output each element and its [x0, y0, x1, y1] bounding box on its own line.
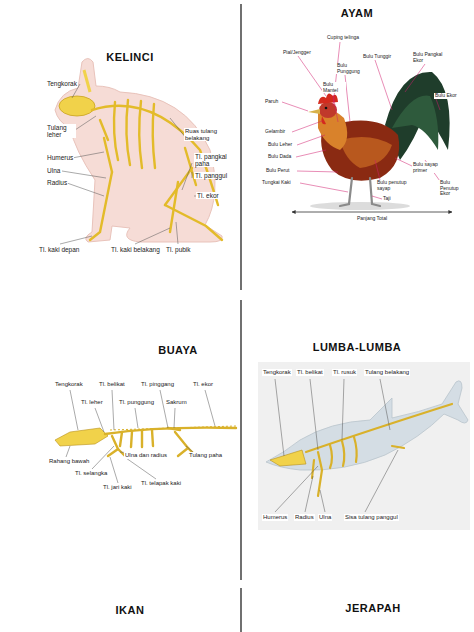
part-label: Ulna [46, 167, 61, 174]
part-label: Tl. ekor [192, 381, 214, 388]
panel-title: LUMBA-LUMBA [312, 341, 403, 353]
part-label: Panjang Total [356, 216, 388, 222]
part-label: Tl. selangka [74, 470, 108, 477]
part-label: Tl. kaki belakang [110, 246, 161, 253]
part-label: Tl. rusuk [332, 369, 357, 376]
part-label: Ulna dan radius [124, 452, 168, 459]
part-label: Tl. punggung [118, 399, 155, 406]
panel-title: BUAYA [157, 344, 199, 356]
part-label: Bulu Tunggir [362, 54, 392, 60]
part-label: Ulna [318, 514, 332, 521]
part-label: Tl. panggul [194, 172, 228, 179]
part-label: Tl. telapak kaki [140, 480, 182, 487]
part-label: Radius [46, 179, 68, 186]
part-label: Tl. belikat [98, 381, 126, 388]
part-label: Humerus [262, 514, 288, 521]
part-label: Cuping telinga [326, 35, 360, 41]
part-label: Bulu Pangkal Ekor [412, 52, 446, 63]
part-label: Bulu Ekor [434, 93, 458, 99]
crocodile-skeleton [55, 390, 236, 483]
part-label: Radius [294, 514, 315, 521]
part-label: Bulu Penutup Ekor [439, 180, 471, 197]
part-label: Ruas tulang belakang [184, 128, 240, 141]
part-label: Tl. pinggang [140, 381, 175, 388]
part-label: Tl. leher [80, 399, 104, 406]
part-label: Tengkorak [46, 80, 78, 87]
part-label: Tl. belikat [296, 369, 324, 376]
part-label: Tl. kaki depan [38, 246, 80, 253]
dolphin-skeleton [258, 362, 470, 530]
part-label: Bulu Mantel [322, 82, 346, 93]
part-label: Tulang paha [188, 452, 223, 459]
part-label: Sisa tulang panggul [344, 514, 399, 521]
part-label: Tl. jari kaki [102, 484, 133, 491]
part-label: Bulu Leher [267, 142, 293, 148]
panel-title: KELINCI [105, 51, 155, 63]
panel-title: AYAM [340, 7, 374, 19]
part-label: Tengkorak [54, 381, 84, 388]
part-label: Bulu Dada [267, 154, 292, 160]
panel-divider [240, 4, 241, 632]
part-label: Sakrum [165, 399, 188, 406]
part-label: Bulu Punggung [336, 63, 368, 74]
part-label: Tl. pangkal paha [194, 153, 236, 167]
part-label: Bulu penutup sayap [376, 180, 412, 191]
panel-title: IKAN [115, 604, 146, 616]
part-label: Paruh [264, 99, 279, 105]
part-label: Tl. pubik [165, 246, 192, 253]
part-label: Tungkai Kaki [261, 180, 292, 186]
part-label: Bulu sayap primer [412, 162, 444, 173]
part-label: Rahang bawah [48, 458, 90, 465]
rooster-illustration [282, 42, 452, 212]
panel-title: JERAPAH [344, 602, 401, 614]
part-label: Taji [382, 196, 392, 202]
part-label: Gelambir [264, 129, 286, 135]
part-label: Tulang belakang [364, 369, 410, 376]
part-label: Tl. ekor [196, 192, 220, 199]
rabbit-skeleton [55, 59, 222, 245]
part-label: Tengkorak [262, 369, 292, 376]
part-label: Tulang leher [46, 124, 76, 138]
part-label: Pial/Jengger [282, 50, 312, 56]
part-label: Humerus [46, 154, 74, 161]
part-label: Bulu Perut [265, 168, 290, 174]
